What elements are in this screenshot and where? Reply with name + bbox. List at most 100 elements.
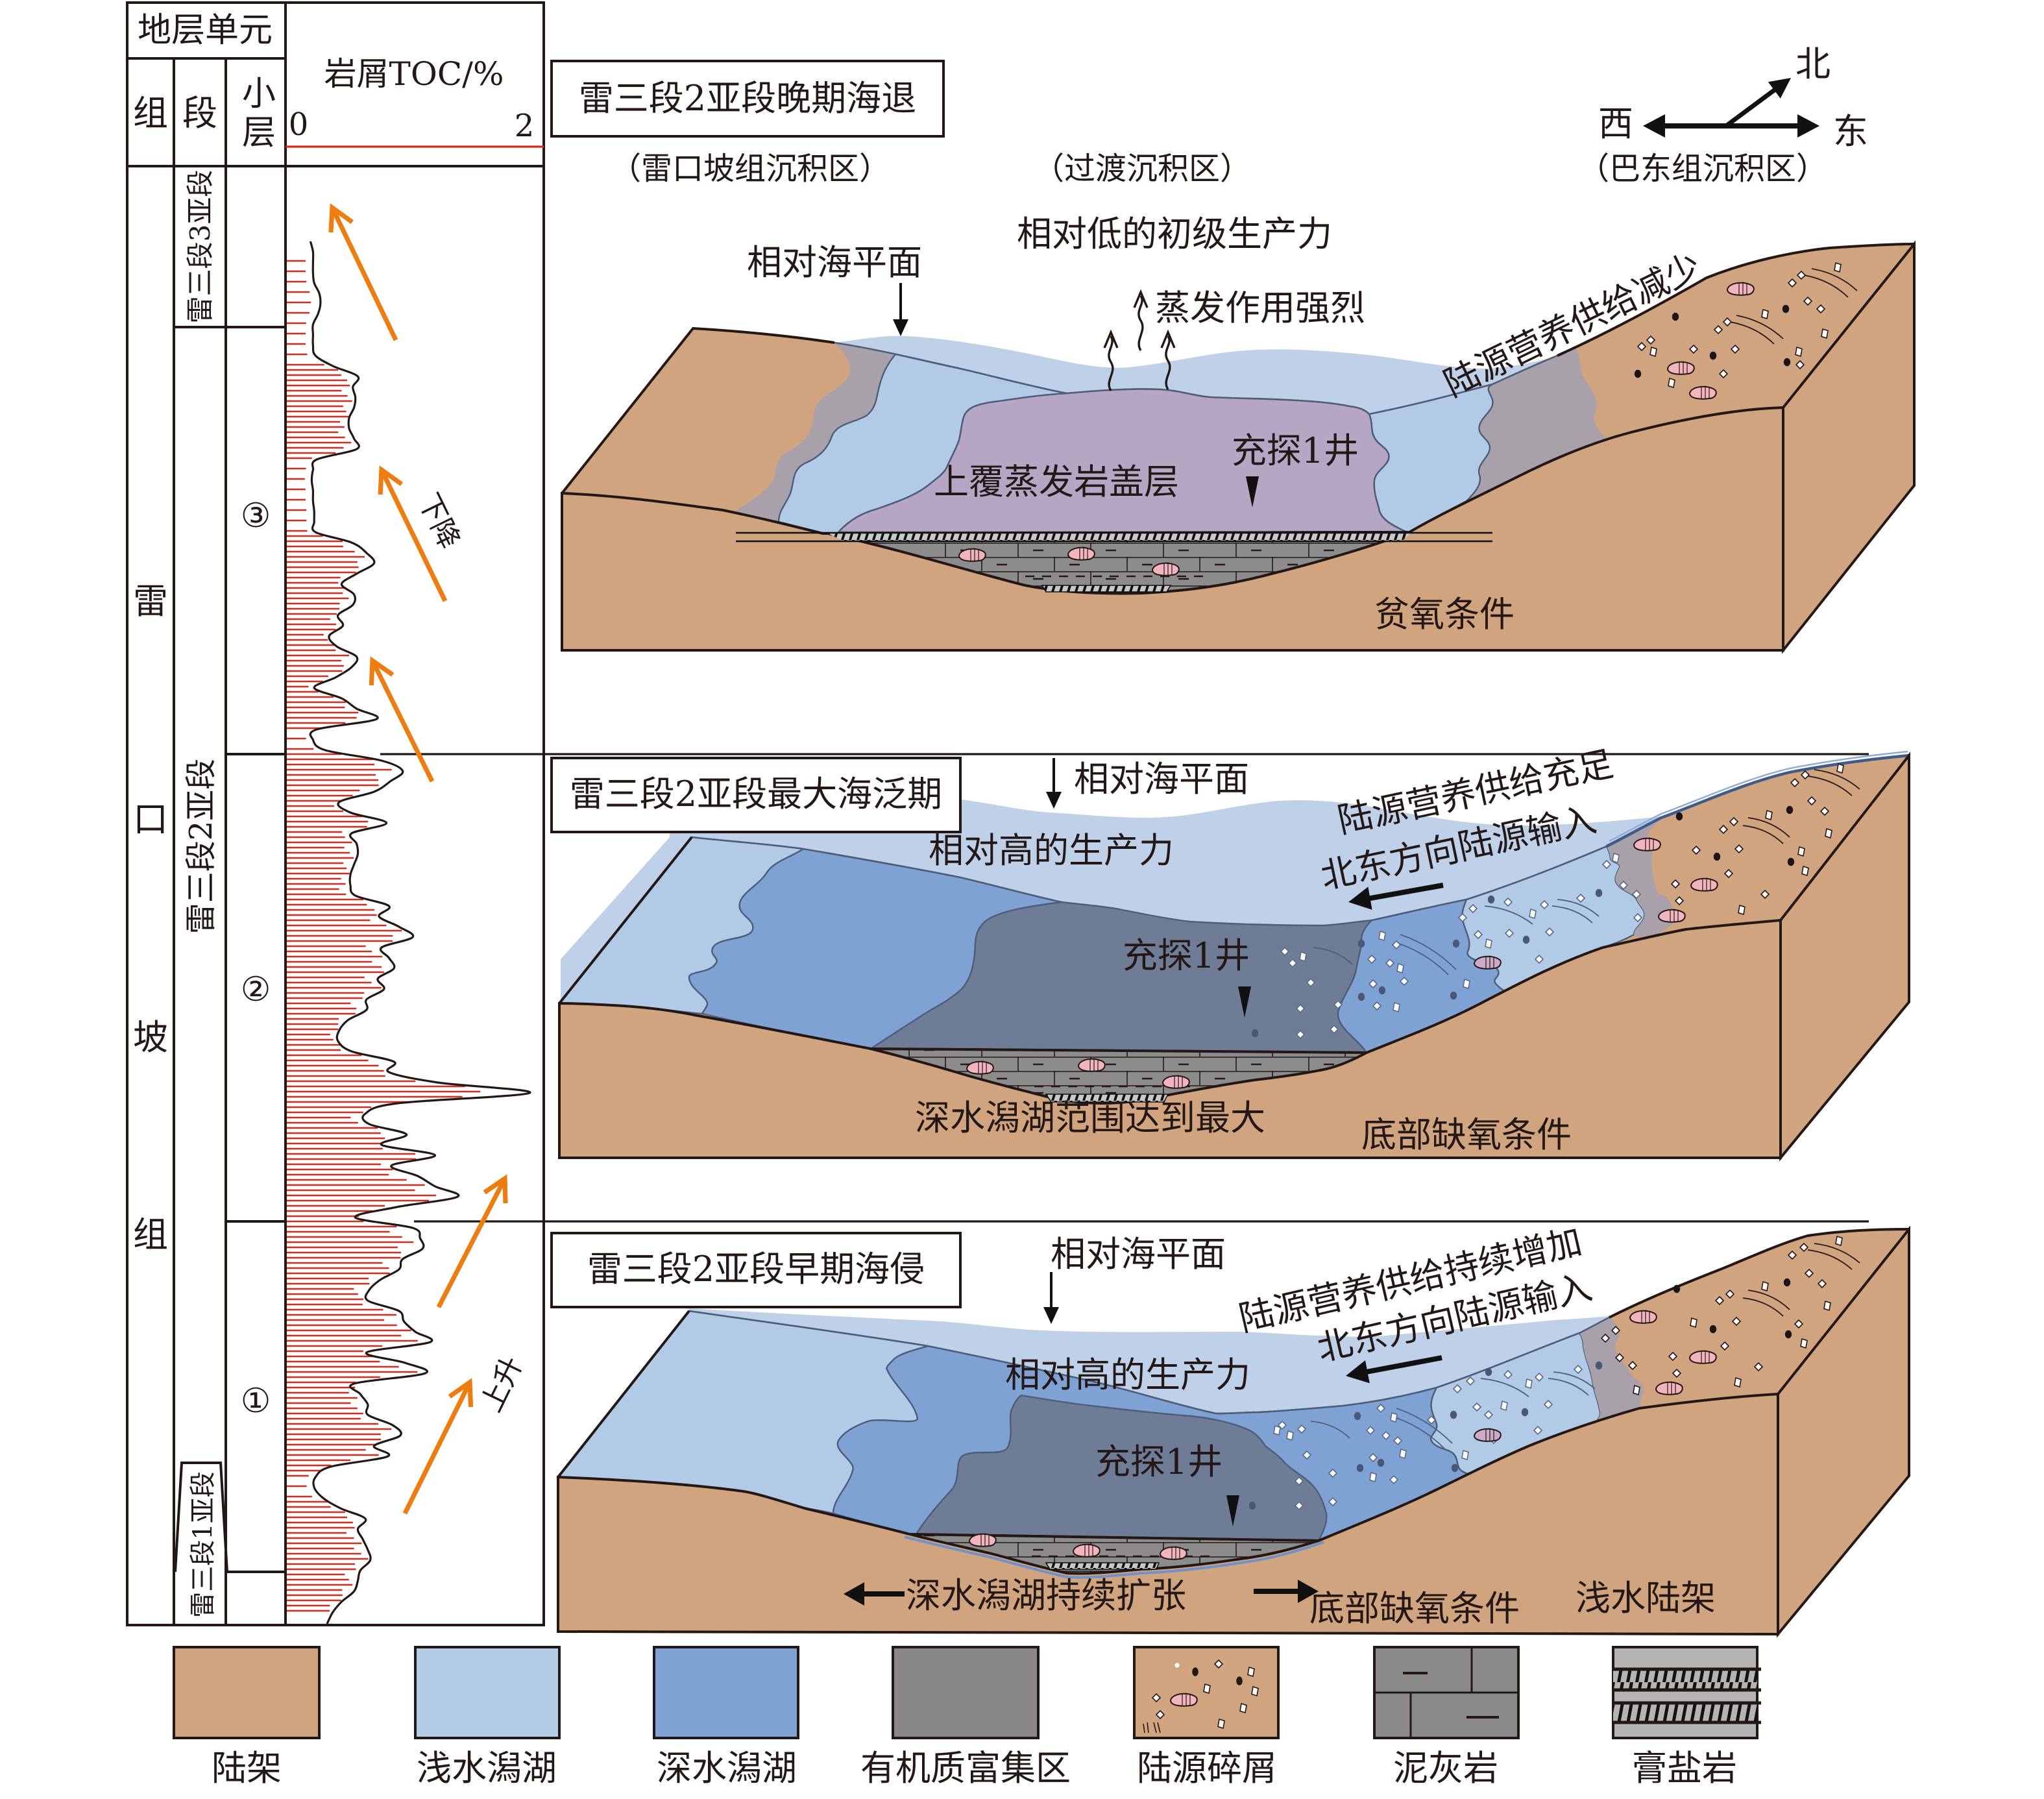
side-face xyxy=(1777,1225,1910,1638)
sand-grain xyxy=(1294,1500,1304,1511)
lagoon-expansion-arrow-east xyxy=(1254,1580,1319,1603)
pebble xyxy=(1378,986,1386,995)
evaporation-arrow xyxy=(1103,329,1119,391)
sand-grain xyxy=(1734,844,1744,854)
pebble xyxy=(1713,852,1721,861)
arrow-head xyxy=(893,319,908,336)
sand-grain xyxy=(1390,1412,1398,1423)
clast xyxy=(1473,955,1502,970)
sand-grain xyxy=(1714,1295,1725,1306)
pebble xyxy=(1357,992,1365,1001)
column-header-layer: 小层 xyxy=(236,75,275,153)
panel-1-bottom-condition-label: 贫氧条件 xyxy=(1374,595,1515,635)
sand-grain xyxy=(1713,324,1723,335)
pebble xyxy=(1450,1410,1457,1419)
sand-grain xyxy=(1817,1279,1827,1289)
sand-grain xyxy=(1670,879,1681,889)
sand-grain xyxy=(1761,308,1769,320)
sand-grain xyxy=(1368,979,1378,989)
cross-bedding xyxy=(1814,1243,1860,1264)
water-film-line xyxy=(1606,753,1910,848)
sand-grain xyxy=(1378,930,1386,942)
grain-icon xyxy=(1247,1666,1255,1678)
zone-label-leikoupo: （雷口坡组沉积区） xyxy=(610,151,890,187)
sand-grain xyxy=(1369,1471,1377,1483)
clast-body xyxy=(966,1060,994,1075)
sand-grain xyxy=(1391,940,1402,950)
arrow-head xyxy=(378,465,404,495)
clast xyxy=(1726,282,1755,296)
panel-2-title-box: 雷三段2亚段最大海泛期 xyxy=(550,757,962,833)
panel-maximum-flooding xyxy=(557,750,1910,1162)
sand-grain xyxy=(1525,1378,1533,1389)
pebble xyxy=(1450,991,1457,1000)
clast xyxy=(1666,361,1695,375)
sand-grain xyxy=(1399,976,1409,986)
panel-3-well-label: 充探1井 xyxy=(1095,1443,1223,1483)
stratigraphic-column xyxy=(126,1,1869,1626)
clast xyxy=(1067,546,1095,561)
legend-label: 浅水潟湖 xyxy=(417,1749,557,1789)
arrow-shaft xyxy=(379,469,448,602)
clast-body xyxy=(1688,1350,1717,1364)
terrigenous-input-arrow xyxy=(1348,883,1444,910)
sand-grain xyxy=(1503,897,1513,907)
gypsum-band xyxy=(1613,1703,1757,1722)
lagoon-back-edge xyxy=(834,341,1558,415)
sand-grain xyxy=(1691,845,1701,855)
trend-arrows xyxy=(328,203,508,1515)
legend-debris-symbols xyxy=(1143,1659,1259,1733)
sand-grain xyxy=(1273,1425,1281,1436)
sand-grain xyxy=(1674,896,1685,906)
clast-body xyxy=(1688,386,1717,400)
sand-grain xyxy=(1534,1372,1544,1382)
pebble xyxy=(1377,1458,1385,1467)
sand-grain xyxy=(1504,928,1515,938)
lagoon-expansion-arrow-west xyxy=(844,1582,905,1606)
sand-grain xyxy=(1372,1001,1382,1011)
sand-grain xyxy=(1731,1316,1742,1327)
pebble xyxy=(1783,358,1791,367)
arrow-shaft xyxy=(1365,1355,1442,1375)
arrow-head xyxy=(1797,114,1819,138)
clast-stripes xyxy=(1174,1075,1183,1088)
pebble xyxy=(1787,857,1795,866)
clast-stripes xyxy=(970,548,979,561)
evaporite-layer-lines xyxy=(736,532,1492,543)
legend-swatch-organic-zone xyxy=(892,1646,1040,1739)
sand-grain xyxy=(1296,1424,1307,1434)
sand-grain xyxy=(1795,346,1803,358)
zone-label-badong: （巴东组沉积区） xyxy=(1578,151,1827,187)
pebble xyxy=(1521,1408,1529,1417)
toc-trend-arrow xyxy=(402,1378,474,1515)
clast-stripes xyxy=(1645,837,1654,851)
clast-stripes xyxy=(1670,909,1679,922)
layer-label-3: ③ xyxy=(240,497,271,536)
sand-grain xyxy=(1365,1425,1376,1436)
sand-grain xyxy=(1500,1400,1508,1412)
cross-bedding xyxy=(1484,905,1533,925)
layer-label-1: ① xyxy=(240,1382,271,1421)
toc-axis-title: 岩屑TOC/% xyxy=(324,55,504,93)
pebble xyxy=(1487,895,1495,904)
legend-gypsum-pattern xyxy=(1613,1667,1761,1724)
compass-east: 东 xyxy=(1833,112,1868,153)
clast xyxy=(1657,909,1686,923)
sand-grain xyxy=(1722,317,1733,327)
deep-lagoon-lining xyxy=(904,1536,1324,1579)
panel-1-title-box: 雷三段2亚段晚期海退 xyxy=(550,60,945,138)
sand-grain xyxy=(1835,1235,1843,1247)
compass-west: 西 xyxy=(1598,104,1633,145)
clast-body xyxy=(1655,1381,1683,1395)
cross-bedding xyxy=(1814,769,1860,790)
pebble xyxy=(1357,939,1365,948)
arrow-shaft xyxy=(1724,87,1777,128)
marl-joints xyxy=(1374,1647,1518,1738)
panel-2-bottom-condition-label: 底部缺氧条件 xyxy=(1361,1116,1572,1156)
cross-bedding xyxy=(1747,817,1790,838)
cross-bedding xyxy=(1396,1408,1453,1444)
basin-marl xyxy=(827,531,1410,595)
cross-bedding xyxy=(1548,1378,1589,1396)
cross-bedding xyxy=(1313,947,1353,965)
